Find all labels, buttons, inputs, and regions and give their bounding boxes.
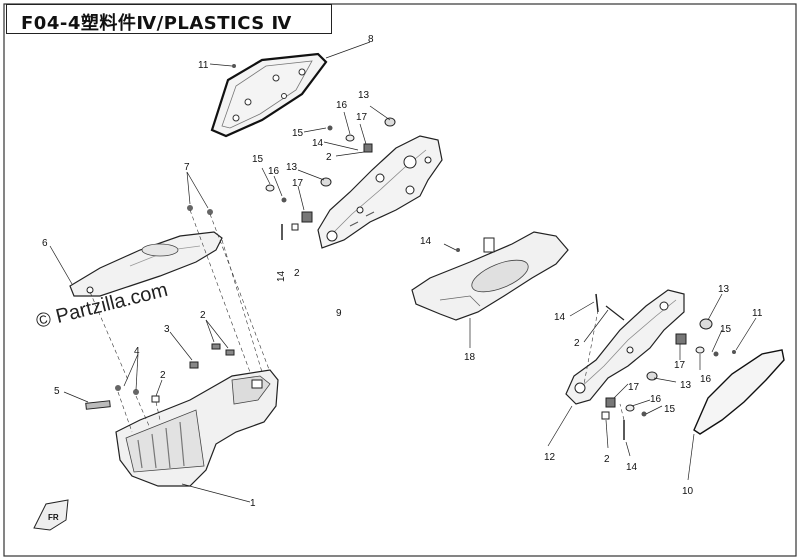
callout-11: 11: [198, 60, 209, 71]
callout-14: 14: [276, 270, 287, 282]
callout-4: 4: [134, 346, 140, 357]
diagram-border: [3, 3, 797, 557]
part-3-clip[interactable]: [189, 361, 199, 369]
part-2-clips-b[interactable]: [211, 343, 235, 356]
front-direction-marker: FR: [33, 499, 69, 531]
part-7-screws[interactable]: [187, 205, 213, 215]
callout-17: 17: [356, 112, 368, 123]
callout-2: 2: [294, 268, 300, 279]
callout-16: 16: [268, 166, 280, 177]
callout-2: 2: [574, 338, 580, 349]
callout-17: 17: [292, 178, 304, 189]
leader-lines-upper: [261, 105, 391, 211]
callout-6: 6: [42, 238, 48, 249]
leader-lines-left-upper: [49, 171, 209, 285]
callout-1: 1: [250, 498, 256, 509]
part-12-rear-bracket[interactable]: [565, 289, 685, 405]
dashed-assembly-lines-left: [89, 209, 271, 381]
callout-15: 15: [292, 128, 304, 139]
part-14-bolt-d[interactable]: [595, 293, 599, 313]
part-10-side-cover[interactable]: [693, 349, 785, 435]
diagram-title: F04-4塑料件Ⅳ/PLASTICS Ⅳ: [21, 13, 292, 34]
callout-12: 12: [544, 452, 556, 463]
callout-14: 14: [312, 138, 324, 149]
dashed-assembly-lines-right: [583, 309, 625, 421]
callout-16: 16: [336, 100, 348, 111]
part-13-grommet-c[interactable]: [699, 318, 713, 330]
callout-14: 14: [420, 236, 432, 247]
leader-line: [325, 41, 371, 59]
dashed-assembly-lines-tray: [117, 391, 161, 433]
callout-15: 15: [252, 154, 264, 165]
callout-8: 8: [368, 34, 374, 45]
part-13-grommet-d[interactable]: [646, 371, 658, 381]
part-16-washer-d[interactable]: [625, 404, 635, 412]
part-17-nut-d[interactable]: [605, 397, 616, 408]
leader-lines-left-lower: [63, 319, 229, 403]
part-2-clip-d[interactable]: [605, 305, 625, 321]
leader-lines-right: [547, 293, 757, 481]
part-15-screw-b[interactable]: [281, 197, 287, 203]
callout-16: 16: [650, 394, 662, 405]
callout-15: 15: [664, 404, 676, 415]
part-4-screws[interactable]: [115, 385, 139, 395]
callout-11: 11: [752, 308, 763, 319]
callout-2: 2: [604, 454, 610, 465]
callout-7: 7: [184, 162, 190, 173]
part-16-washer-b[interactable]: [265, 184, 275, 192]
callout-14: 14: [626, 462, 638, 473]
callout-14: 14: [554, 312, 566, 323]
callout-18: 18: [464, 352, 476, 363]
part-13-grommet-a[interactable]: [384, 117, 396, 127]
part-6-front-panel[interactable]: [69, 231, 223, 297]
part-2-clip-c[interactable]: [151, 395, 160, 403]
part-15-screw-c[interactable]: [713, 351, 719, 357]
part-11-fastener-b[interactable]: [732, 350, 736, 354]
callout-3: 3: [164, 324, 170, 335]
part-2-clip-e[interactable]: [601, 411, 610, 420]
callout-13: 13: [680, 380, 692, 391]
part-18-underside-panel[interactable]: [411, 231, 569, 321]
part-15-screw-a[interactable]: [327, 125, 333, 131]
part-17-nut-b[interactable]: [301, 211, 313, 223]
callout-13: 13: [286, 162, 298, 173]
part-16-washer-c[interactable]: [695, 346, 705, 354]
callout-16: 16: [700, 374, 712, 385]
callout-2: 2: [200, 310, 206, 321]
callout-17: 17: [674, 360, 686, 371]
part-1-storage-tray[interactable]: [115, 369, 279, 487]
callout-labels: 8 11 13 16 17 15 14 2 15 16 13 17 7 6 14…: [42, 34, 763, 509]
part-16-washer-a[interactable]: [345, 134, 355, 142]
part-14-bolt-c[interactable]: [443, 243, 460, 252]
part-bracket-upper[interactable]: [317, 135, 443, 249]
part-17-nut-c[interactable]: [675, 333, 687, 345]
leader-line: [181, 483, 251, 503]
front-marker-label: FR: [48, 513, 59, 522]
callout-2: 2: [160, 370, 166, 381]
callout-10: 10: [682, 486, 694, 497]
part-8-side-panel[interactable]: [210, 52, 328, 138]
diagram-title-box: F04-4塑料件Ⅳ/PLASTICS Ⅳ: [6, 4, 332, 34]
callout-2: 2: [326, 152, 332, 163]
callout-9: 9: [336, 308, 342, 319]
part-17-nut-a[interactable]: [363, 143, 373, 153]
callout-13: 13: [718, 284, 730, 295]
callout-17: 17: [628, 382, 640, 393]
callout-5: 5: [54, 386, 60, 397]
callout-15: 15: [720, 324, 732, 335]
callout-13: 13: [358, 90, 370, 101]
part-2-clip-a[interactable]: [291, 223, 299, 231]
part-15-screw-d[interactable]: [641, 411, 647, 417]
part-5-strip[interactable]: [85, 400, 111, 410]
part-11-fastener[interactable]: [209, 63, 236, 68]
